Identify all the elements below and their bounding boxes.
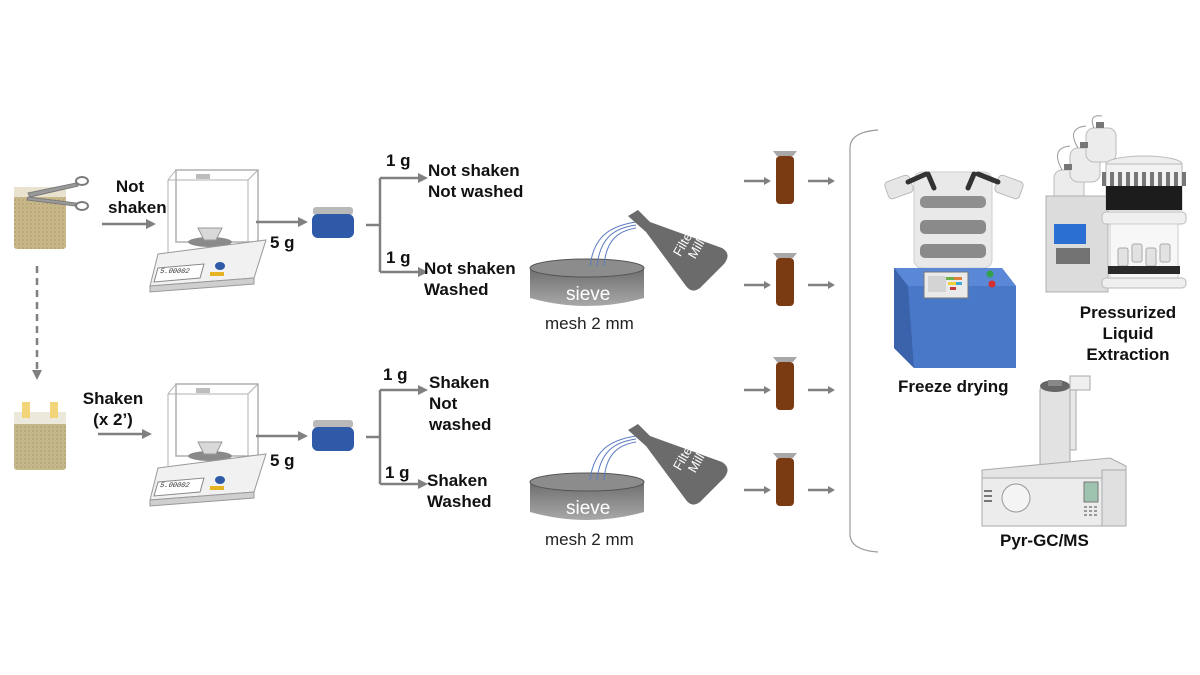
water-stream-icon [589, 435, 637, 481]
treatment-label-shaken-not-washed: Shaken Not washed [429, 372, 491, 435]
scissors-icon [26, 176, 89, 211]
vial-row-1 [744, 151, 835, 204]
vials-column [744, 151, 835, 506]
vial-row-2 [744, 253, 835, 306]
treatment-line: Not shaken [424, 259, 516, 278]
arrow-to-balance-1 [102, 219, 156, 229]
branch-label-shaken: Shaken (x 2’) [80, 388, 146, 430]
sample-jar-icon [312, 207, 354, 238]
sieve-label: sieve [566, 498, 611, 519]
treatment-line: Not shaken [428, 161, 520, 180]
mesh-size-label: mesh 2 mm [545, 314, 634, 333]
sieve-label: sieve [566, 284, 611, 305]
ple-label-line: Pressurized [1079, 303, 1177, 322]
ple-label-line: Extraction [1086, 345, 1170, 364]
treatment-line: Washed [424, 280, 489, 299]
wash-flask-icon [628, 424, 728, 505]
clipped-sample-bag-icon [14, 402, 66, 470]
ple-label: Pressurized Liquid Extraction [1072, 302, 1184, 365]
aliquot-mass-label: 1 g [386, 248, 411, 267]
arrow-to-balance-2 [98, 429, 152, 439]
pyr-gcms-label: Pyr-GC/MS [1000, 531, 1089, 550]
split-bracket-2 [366, 385, 428, 489]
treatment-line: Shaken [427, 471, 488, 490]
sieve-icon [529, 258, 645, 306]
aliquot-mass-label: 1 g [383, 365, 408, 384]
wash-flask-icon [628, 210, 728, 291]
freeze-dryer-icon [884, 171, 1024, 368]
treatment-label-not-shaken-washed: Not shaken Washed [424, 258, 516, 300]
treatment-line: Not washed [428, 182, 524, 201]
balance-display-reading: 5.00002 [159, 268, 191, 276]
split-bracket-1 [366, 173, 428, 277]
mesh-size-label: mesh 2 mm [545, 530, 634, 549]
treatment-line: Washed [427, 492, 492, 511]
sieve-icon [529, 472, 645, 520]
dashed-arrow-down [32, 266, 42, 380]
subsample-mass-label-1: 5 g [270, 233, 295, 252]
aliquot-mass-label: 1 g [386, 151, 411, 170]
branch-label-line: Shaken [82, 389, 144, 408]
arrow-to-jar-2 [256, 431, 308, 441]
analytical-balance-icon [149, 169, 267, 293]
branch-label-not-shaken: Not shaken [108, 176, 167, 218]
freeze-drying-label: Freeze drying [898, 377, 1009, 396]
sample-jar-icon [312, 420, 354, 451]
water-stream-icon [589, 221, 637, 267]
branch-label-line: (x 2’) [93, 410, 133, 429]
balance-display-reading: 5.00002 [159, 482, 191, 490]
branch-label-line: shaken [108, 198, 167, 217]
treatment-line: Not [429, 394, 458, 413]
subsample-mass-label-2: 5 g [270, 451, 295, 470]
arrow-to-jar-1 [256, 217, 308, 227]
branch-label-line: Not [115, 177, 145, 196]
pyr-gcms-instrument-icon [981, 375, 1127, 527]
aliquot-mass-label: 1 g [385, 463, 410, 482]
pressurized-liquid-extractor-icon [1045, 115, 1187, 293]
cut-sample-bag-icon [14, 176, 89, 249]
treatment-line: washed [429, 415, 492, 434]
treatment-line: Shaken [429, 373, 490, 392]
vial-row-3 [744, 357, 835, 410]
vial-row-4 [744, 453, 835, 506]
analytical-balance-icon [149, 383, 267, 507]
treatment-label-not-shaken-not-washed: Not shaken Not washed [428, 160, 523, 202]
ple-label-line: Liquid [1102, 324, 1154, 343]
analysis-bracket [849, 129, 879, 553]
treatment-label-shaken-washed: Shaken Washed [427, 470, 492, 512]
